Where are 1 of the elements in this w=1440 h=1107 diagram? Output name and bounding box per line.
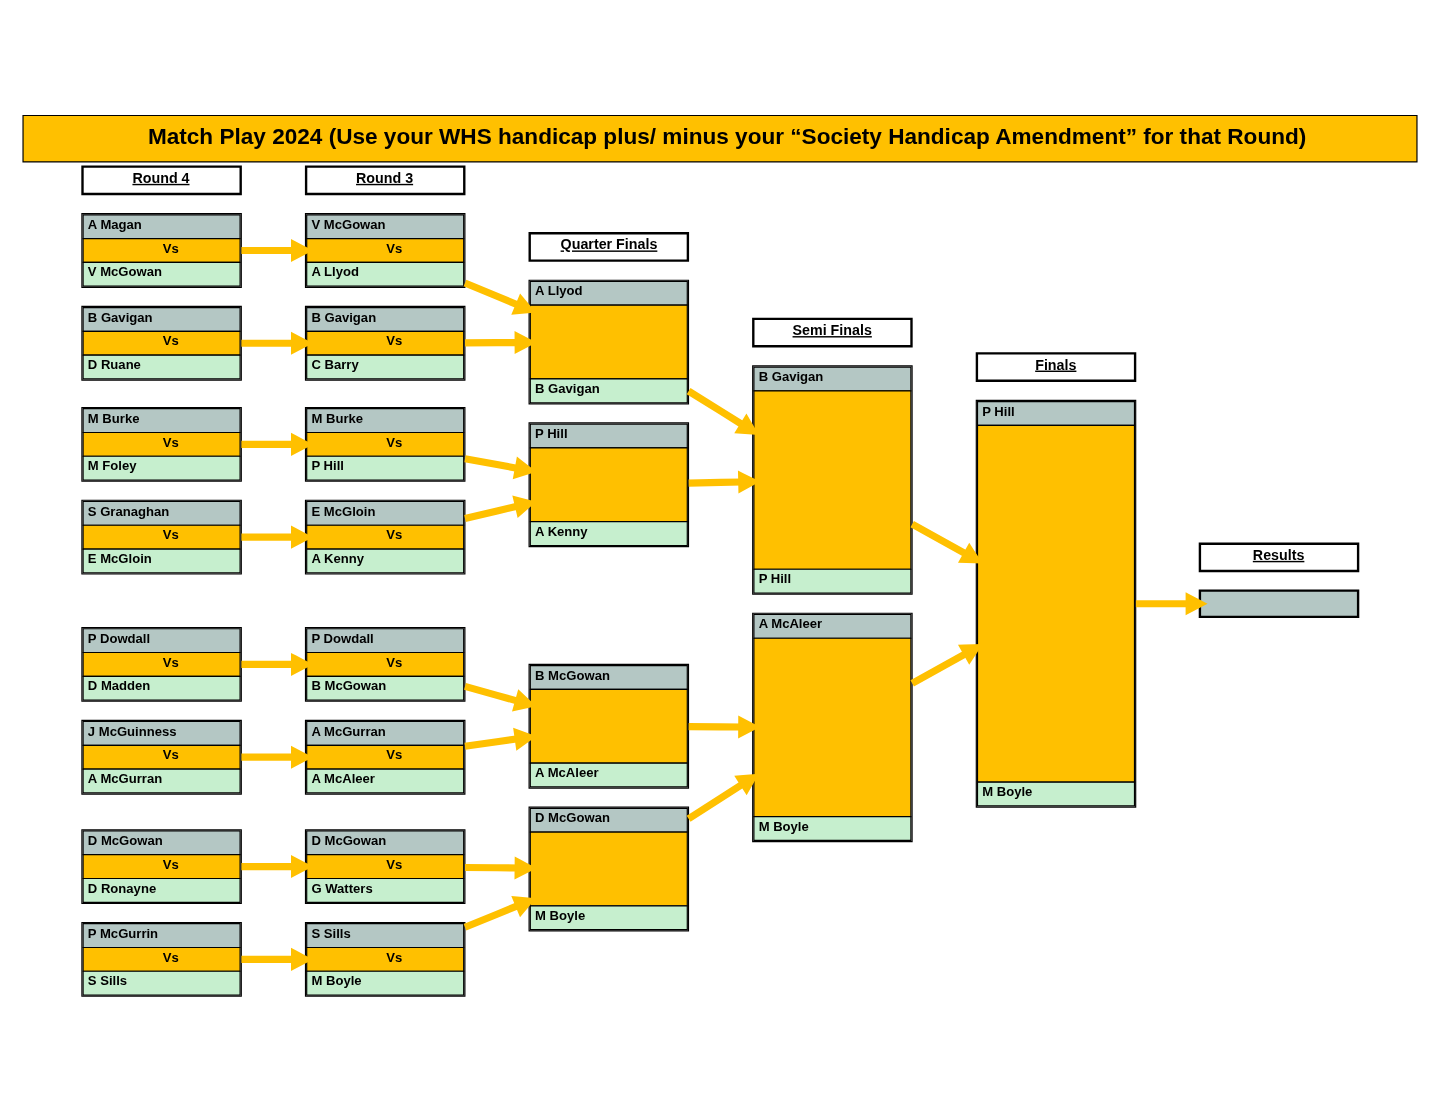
- diagram-title: Match Play 2024 (Use your WHS handicap plus/ minus your “Society Handicap Amendment” for that Round): [147, 123, 1307, 149]
